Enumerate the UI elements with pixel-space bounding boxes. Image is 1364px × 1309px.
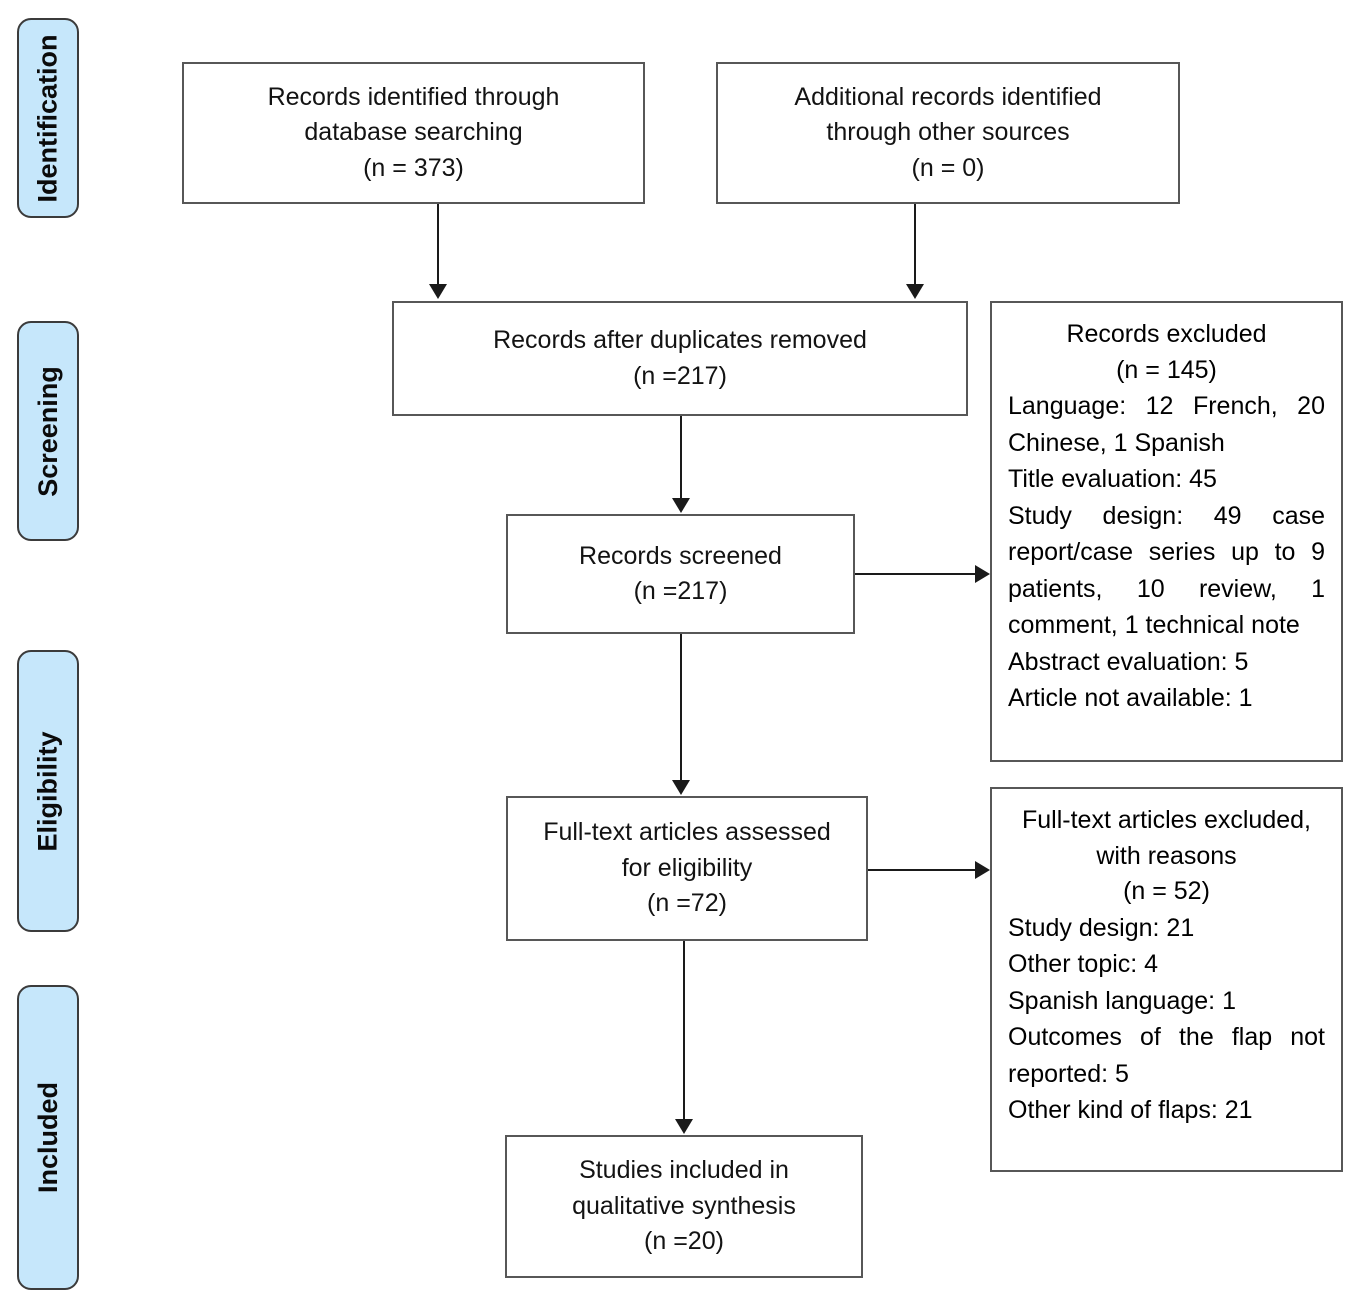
box-studies-included-text: Studies included in qualitative synthesi… (507, 1153, 861, 1260)
box-additional-records-other-sources-text: Additional records identified through ot… (718, 80, 1178, 187)
box-line: Studies included in (579, 1156, 789, 1185)
box-line: qualitative synthesis (572, 1191, 796, 1220)
box-fulltext-articles-excluded-title: Full-text articles excluded, (1021, 806, 1311, 834)
box-fulltext-articles-assessed-text: Full-text articles assessed for eligibil… (508, 815, 866, 922)
box-studies-included: Studies included in qualitative synthesi… (505, 1135, 863, 1278)
box-records-excluded-reason-study-design: Study design: 49 case report/case series… (1008, 501, 1325, 640)
box-line: (n =72) (647, 889, 727, 918)
phase-tab-included-label: Included (32, 1081, 63, 1194)
phase-tab-identification: Identification (17, 18, 79, 218)
box-records-excluded-reason-language: Language: 12 French, 20 Chinese, 1 Spani… (1008, 392, 1325, 457)
box-records-screened: Records screened (n =217) (506, 514, 855, 634)
box-fulltext-articles-excluded: Full-text articles excluded, with reason… (990, 787, 1343, 1172)
box-line: Records identified through (267, 82, 560, 111)
box-records-screened-text: Records screened (n =217) (508, 539, 853, 610)
phase-tab-eligibility: Eligibility (17, 650, 79, 932)
box-line: (n =20) (644, 1227, 724, 1256)
phase-tab-eligibility-label: Eligibility (32, 730, 63, 852)
box-fulltext-excluded-reason-study-design: Study design: 21 (1008, 913, 1195, 942)
box-fulltext-excluded-reason-spanish-language: Spanish language: 1 (1008, 986, 1236, 1015)
phase-tab-included: Included (17, 985, 79, 1290)
box-line: for eligibility (621, 853, 753, 882)
box-records-excluded-reason-article-not-available: Article not available: 1 (1008, 684, 1253, 712)
box-line: (n =217) (633, 577, 728, 605)
box-line: (n = 0) (911, 153, 985, 182)
box-line: through other sources (826, 118, 1070, 147)
box-records-excluded: Records excluded (n = 145) Language: 12 … (990, 301, 1343, 762)
box-records-excluded-reason-title-evaluation: Title evaluation: 45 (1008, 465, 1217, 493)
phase-tab-screening-label: Screening (32, 365, 63, 497)
phase-tab-screening: Screening (17, 321, 79, 541)
box-fulltext-excluded-reason-other-kind-of-flaps: Other kind of flaps: 21 (1008, 1096, 1253, 1124)
box-line: Full-text articles assessed (543, 818, 831, 847)
box-line: (n =217) (633, 361, 727, 390)
box-line: Records screened (579, 541, 782, 570)
box-additional-records-other-sources: Additional records identified through ot… (716, 62, 1180, 204)
phase-tab-identification-label: Identification (32, 34, 63, 202)
box-records-excluded-title: Records excluded (1066, 320, 1267, 348)
box-fulltext-articles-assessed: Full-text articles assessed for eligibil… (506, 796, 868, 941)
box-records-after-duplicates-removed-text: Records after duplicates removed (n =217… (394, 323, 966, 394)
box-line: (n = 373) (363, 153, 464, 182)
box-records-identified-database-text: Records identified through database sear… (184, 80, 643, 187)
box-line: database searching (304, 118, 523, 147)
box-records-excluded-count: (n = 145) (1116, 355, 1217, 384)
box-line: Records after duplicates removed (493, 326, 867, 354)
box-fulltext-articles-excluded-subtitle: with reasons (1096, 841, 1237, 870)
box-fulltext-excluded-reason-outcomes-not-reported: Outcomes of the flap not reported: 5 (1008, 1023, 1325, 1088)
box-records-excluded-reason-abstract-evaluation: Abstract evaluation: 5 (1008, 647, 1249, 676)
box-records-after-duplicates-removed: Records after duplicates removed (n =217… (392, 301, 968, 416)
box-records-identified-database: Records identified through database sear… (182, 62, 645, 204)
box-fulltext-articles-excluded-count: (n = 52) (1123, 877, 1210, 905)
box-line: Additional records identified (794, 82, 1102, 111)
box-fulltext-excluded-reason-other-topic: Other topic: 4 (1008, 950, 1159, 978)
